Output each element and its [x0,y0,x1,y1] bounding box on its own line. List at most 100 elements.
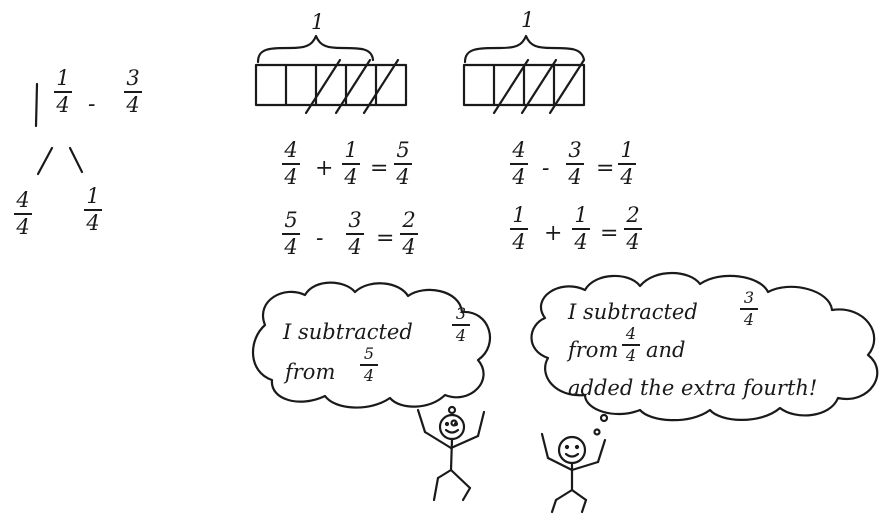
branch-right-fraction: 1 4 [84,186,102,234]
numerator: 1 [56,66,70,90]
model-a-equation-1: 4 4 + 1 4 = 5 4 [282,140,432,200]
fraction-bar [400,233,418,235]
fraction-bar [510,163,528,165]
fraction-b: 3 4 [346,210,364,258]
fraction-bar [14,213,32,215]
thought-dot-right-2 [593,428,601,436]
denominator: 4 [344,165,358,189]
fraction-bar [282,163,300,165]
denominator: 4 [512,230,526,254]
fraction-bar [566,163,584,165]
denominator: 4 [363,366,375,385]
plus-sign: + [544,221,563,246]
denominator: 4 [396,165,410,189]
numerator: 3 [568,138,582,162]
denominator: 4 [86,211,100,235]
denominator: 4 [16,215,30,239]
bubble-right-fraction-1: 3 4 [740,290,758,328]
denominator: 4 [625,346,637,365]
fraction-bar [84,209,102,211]
minus-sign: - [316,226,324,251]
denominator: 4 [455,326,467,345]
thought-dot-right-1 [599,413,609,423]
fraction-bar [622,344,640,346]
fraction-bar [618,163,636,165]
equals-sign: = [376,226,395,251]
fraction-bar [282,233,300,235]
tape-diagram-a [254,34,408,115]
numerator: 5 [284,208,298,232]
branch-left-line [36,146,54,176]
fraction-b: 1 4 [572,205,590,253]
denominator: 4 [284,235,298,259]
numerator: 4 [512,138,526,162]
numerator: 5 [363,344,375,363]
fraction-result: 5 4 [394,140,412,188]
denominator: 4 [568,165,582,189]
fraction-a: 4 4 [510,140,528,188]
model-a-equation-2: 5 4 - 3 4 = 2 4 [282,210,432,270]
fraction-result: 2 4 [624,205,642,253]
split-subtract-fraction: 3 4 [124,68,142,116]
bubble-left-fraction-2: 5 4 [360,346,378,384]
fraction-bar [124,91,142,93]
branch-left-fraction: 4 4 [14,190,32,238]
denominator: 4 [348,235,362,259]
brace-a-label: 1 [311,10,325,34]
fraction-a: 1 4 [510,205,528,253]
numerator: 3 [126,66,140,90]
brace-b [463,34,586,64]
branch-right-line [68,146,84,174]
numerator: 1 [574,203,588,227]
numerator: 3 [348,208,362,232]
thought-bubble-right [530,272,879,422]
fraction-bar [510,228,528,230]
stick-figure-left [416,408,486,502]
fraction-bar [54,91,72,93]
plus-sign: + [315,156,334,181]
denominator: 4 [626,230,640,254]
bubble-right-line3: added the extra fourth! [568,376,818,400]
minus-sign: - [542,156,550,181]
fraction-a: 4 4 [282,140,300,188]
numerator: 4 [284,138,298,162]
fraction-b: 3 4 [566,140,584,188]
numerator: 1 [620,138,634,162]
fraction-bar [394,163,412,165]
equals-sign: = [600,221,619,246]
fraction-result: 1 4 [618,140,636,188]
fraction-bar [740,308,758,310]
numerator: 1 [344,138,358,162]
numerator: 2 [402,208,416,232]
numerator: 3 [455,304,467,323]
fraction-result: 2 4 [400,210,418,258]
denominator: 4 [512,165,526,189]
fraction-bar [360,364,378,366]
denominator: 4 [574,230,588,254]
whole-one-stroke [34,82,39,128]
denominator: 4 [402,235,416,259]
thought-bubble-left [251,281,492,409]
numerator: 2 [626,203,640,227]
equals-sign: = [370,156,389,181]
numerator: 4 [16,188,30,212]
numerator: 1 [86,184,100,208]
fraction-bar [452,324,470,326]
denominator: 4 [126,93,140,117]
thought-dot-left-1 [447,405,457,415]
bubble-right-fraction-2: 4 4 [622,326,640,364]
fraction-a: 5 4 [282,210,300,258]
bubble-left-line1: I subtracted [283,320,413,344]
denominator: 4 [284,165,298,189]
denominator: 4 [56,93,70,117]
fraction-bar [342,163,360,165]
fraction-bar [346,233,364,235]
bubble-left-line2: from [285,360,336,384]
model-b-equation-2: 1 4 + 1 4 = 2 4 [510,205,660,265]
denominator: 4 [620,165,634,189]
numerator: 5 [396,138,410,162]
tape-diagram-b [462,34,586,115]
bubble-left-fraction-1: 3 4 [452,306,470,344]
bubble-right-line2-from: from [568,338,619,362]
brace-a [256,34,375,64]
